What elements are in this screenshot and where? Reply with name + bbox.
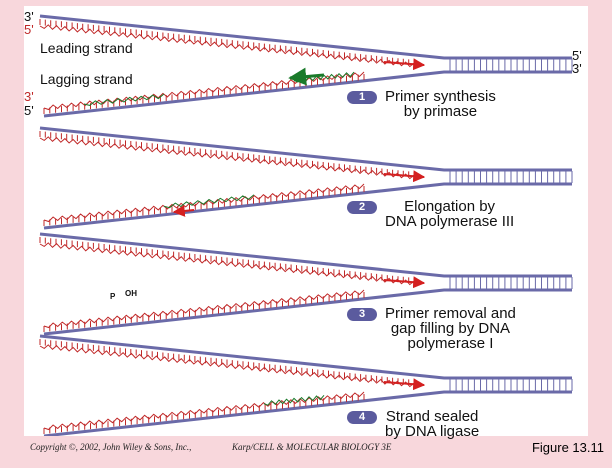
step-1-line2: by primase — [403, 103, 478, 120]
step-3-line2: gap filling by DNA — [390, 320, 511, 337]
right-3prime-label: 3' — [572, 61, 582, 76]
step-4-line2: by DNA ligase — [385, 423, 480, 440]
fork-1-leading-base-pairs — [39, 19, 415, 66]
figure-number: Figure 13.11 — [531, 440, 604, 455]
right-5prime-label: 5' — [572, 48, 582, 63]
fork-2-okazaki-arrow — [172, 204, 195, 217]
step-4-badge: 4 — [347, 411, 377, 424]
fork-4-rna-primer — [263, 394, 325, 406]
step-4-line1: Strand sealed — [385, 408, 479, 425]
fork-4-bottom-parental-strand — [43, 390, 572, 436]
step-3-badge: 3 — [347, 308, 377, 321]
hydroxyl-label: OH — [125, 289, 137, 298]
step-4: 4 Strand sealed by DNA ligase — [347, 409, 479, 439]
fork-3-bottom-parental-strand — [43, 288, 572, 336]
fork-1-top-parental-strand — [39, 14, 572, 60]
step-3-line3: polymerase I — [407, 335, 494, 352]
fork-1-bottom-parental-strand — [43, 70, 572, 118]
fork-3-leading-base-pairs — [39, 237, 415, 284]
figure-panel: 3' 5' Leading strand Lagging strand 5' 3… — [24, 6, 588, 439]
step-1: 1 Primer synthesis by primase — [347, 89, 496, 119]
fork-4-top-parental-strand — [39, 334, 572, 380]
fork-4-leading-arrow — [383, 378, 426, 391]
fork-3-duplex-rungs — [449, 277, 573, 289]
step-3-line1: Primer removal and — [385, 305, 516, 322]
fork-1-okazaki-primer — [83, 93, 165, 106]
step-1-line1: Primer synthesis — [385, 88, 496, 105]
fork-3-lagging-base-pairs — [43, 292, 365, 332]
top-3prime-label: 3' — [24, 9, 34, 24]
fork-4-duplex-rungs — [449, 379, 573, 391]
fork-3-leading-strand — [39, 242, 415, 286]
fork-3-leading-arrow — [383, 276, 426, 289]
book-credit: Karp/CELL & MOLECULAR BIOLOGY 3E — [232, 442, 392, 452]
step-3: 3 Primer removal and gap filling by DNA … — [347, 306, 516, 351]
fork-4-lagging-strand — [43, 391, 365, 431]
step-1-badge: 1 — [347, 91, 377, 104]
fork-2-leading-base-pairs — [39, 131, 415, 178]
step-2: 2 Elongation by DNA polymerase III — [347, 199, 514, 229]
lagging-5prime-label: 5' — [24, 103, 34, 118]
leading-strand-label: Leading strand — [40, 40, 133, 56]
phosphate-label: P — [110, 292, 116, 301]
step-2-line2: DNA polymerase III — [385, 213, 515, 230]
fork-1-leading-strand — [39, 24, 415, 68]
fork-1-primer-arrow — [288, 67, 325, 86]
fork-2-lagging-base-pairs — [43, 186, 365, 226]
fork-2-leading-arrow — [383, 170, 426, 183]
top-5prime-label: 5' — [24, 22, 34, 37]
replication-diagram — [39, 14, 573, 436]
fork-1-leading-arrow — [383, 58, 426, 71]
fork-3-top-parental-strand — [39, 232, 572, 278]
fork-2-top-parental-strand — [39, 126, 572, 172]
fork-4-leading-strand — [39, 344, 415, 388]
step-2-line1: Elongation by — [404, 198, 496, 215]
copyright-text: Copyright ©, 2002, John Wiley & Sons, In… — [30, 442, 192, 452]
fork-2-leading-strand — [39, 136, 415, 180]
fork-2-lagging-strand — [43, 183, 365, 223]
step-2-badge: 2 — [347, 201, 377, 214]
lagging-3prime-label: 3' — [24, 89, 34, 104]
fork-3-lagging-strand — [43, 289, 365, 329]
fork-4-leading-base-pairs — [39, 339, 415, 386]
fork-1-duplex-rungs — [449, 59, 573, 71]
lagging-strand-label: Lagging strand — [40, 71, 133, 87]
fork-2-duplex-rungs — [449, 171, 573, 183]
fork-4-lagging-base-pairs — [43, 394, 365, 434]
